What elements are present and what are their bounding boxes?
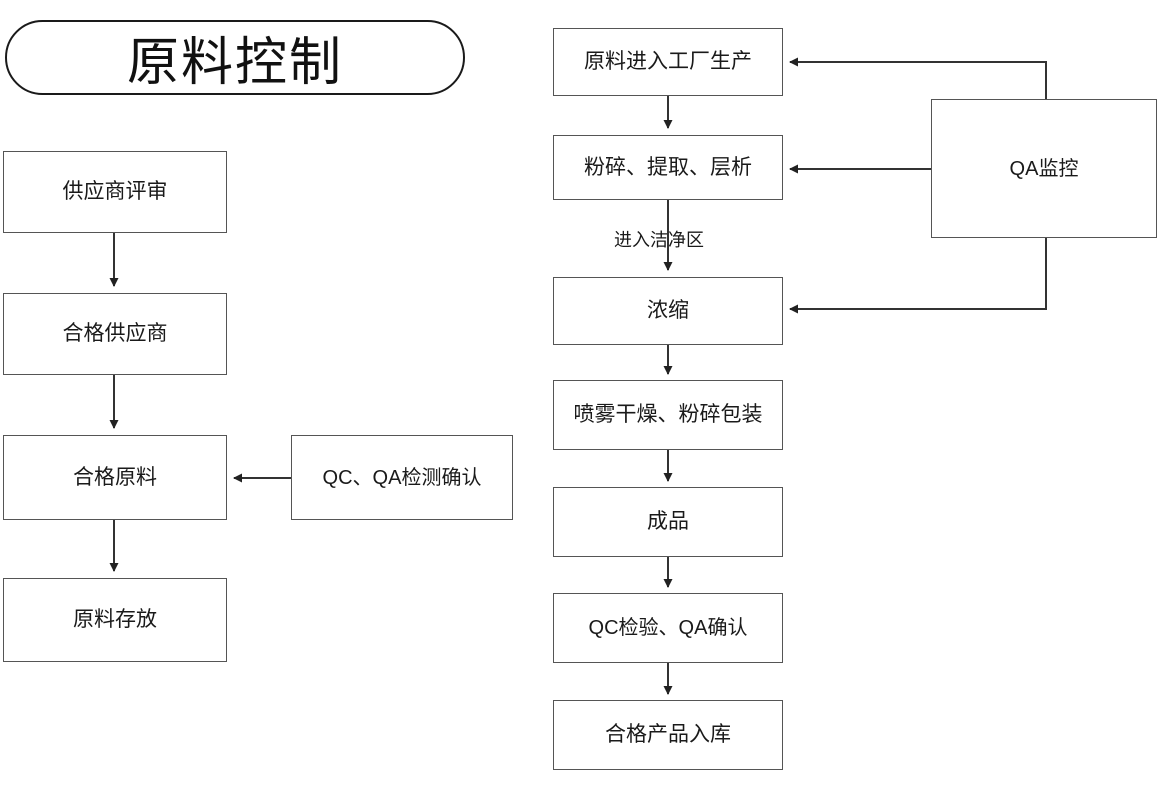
title-label: 原料控制: [126, 34, 343, 92]
node-finished-product[interactable]: 成品: [553, 487, 783, 557]
node-qualified-product-warehouse-label: 合格产品入库: [605, 723, 731, 747]
node-qualified-supplier[interactable]: 合格供应商: [3, 293, 227, 375]
node-qa-monitor[interactable]: QA监控: [931, 99, 1157, 238]
node-qa-monitor-label: QA监控: [1009, 157, 1079, 180]
node-spray-dry-pack[interactable]: 喷雾干燥、粉碎包装: [553, 380, 783, 450]
edge-label-enter-clean-area-text: 进入洁净区: [614, 230, 704, 250]
node-material-storage[interactable]: 原料存放: [3, 578, 227, 662]
node-crush-extract-chromatography[interactable]: 粉碎、提取、层析: [553, 135, 783, 200]
node-concentrate-label: 浓缩: [647, 299, 689, 323]
node-supplier-review[interactable]: 供应商评审: [3, 151, 227, 233]
node-qc-qa-check[interactable]: QC、QA检测确认: [291, 435, 513, 520]
node-factory-intake-label: 原料进入工厂生产: [584, 50, 752, 74]
node-crush-extract-chromatography-label: 粉碎、提取、层析: [584, 155, 752, 179]
connector-qa-monitor-to-concentrate: [789, 238, 1047, 314]
node-qualified-material-label: 合格原料: [73, 465, 157, 489]
node-qc-qa-check-label: QC、QA检测确认: [322, 466, 482, 489]
connector-qa-monitor-to-factory-intake: [789, 57, 1047, 99]
node-spray-dry-pack-label: 喷雾干燥、粉碎包装: [573, 403, 763, 427]
title-pill: 原料控制: [5, 20, 465, 95]
node-qualified-material[interactable]: 合格原料: [3, 435, 227, 520]
node-supplier-review-label: 供应商评审: [62, 180, 168, 204]
node-material-storage-label: 原料存放: [73, 608, 157, 632]
node-qualified-supplier-label: 合格供应商: [62, 322, 168, 346]
edge-label-enter-clean-area: 进入洁净区: [614, 226, 704, 252]
node-finished-product-label: 成品: [647, 510, 689, 534]
node-qc-inspection-qa-confirm-label: QC检验、QA确认: [588, 617, 748, 639]
node-qc-inspection-qa-confirm[interactable]: QC检验、QA确认: [553, 593, 783, 663]
node-concentrate[interactable]: 浓缩: [553, 277, 783, 345]
node-qualified-product-warehouse[interactable]: 合格产品入库: [553, 700, 783, 770]
node-factory-intake[interactable]: 原料进入工厂生产: [553, 28, 783, 96]
